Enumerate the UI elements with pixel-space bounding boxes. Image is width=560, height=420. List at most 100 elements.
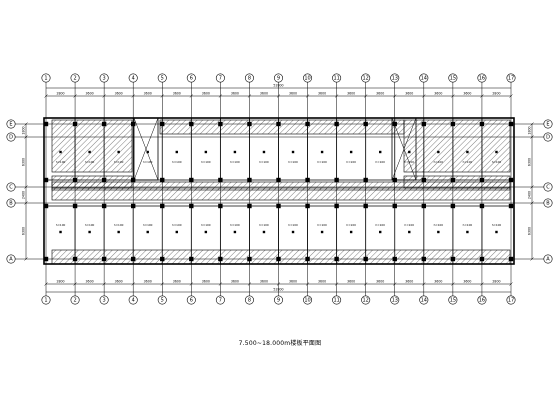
slab-label: h=100 <box>317 223 327 227</box>
dim-tick <box>276 282 281 286</box>
column <box>305 121 310 127</box>
dim-tick <box>24 135 28 139</box>
dim-tick <box>509 94 513 98</box>
dim-tick <box>102 282 106 286</box>
column <box>72 203 78 209</box>
axis-bubble-top-circle <box>157 73 167 83</box>
column <box>247 203 252 209</box>
hatched-zone <box>403 119 511 173</box>
slab-label: h=100 <box>405 160 415 164</box>
slab-label: h=100 <box>114 223 124 227</box>
top-dim-label: 3600 <box>115 92 123 96</box>
dim-tick <box>44 94 48 98</box>
left-dim-label: 6300 <box>22 158 26 166</box>
hatched-zone <box>51 119 133 173</box>
slab-label: h=100 <box>463 160 473 164</box>
opening-cross <box>391 117 417 181</box>
slab-label: h=100 <box>492 223 502 227</box>
axis-bubble-top: 15 <box>450 75 456 81</box>
dim-tick <box>305 94 310 98</box>
column <box>508 203 514 209</box>
column <box>247 177 252 183</box>
axis-bubble-bottom-circle <box>477 295 487 305</box>
axis-bubble-bottom-circle <box>419 295 429 305</box>
column <box>334 203 339 209</box>
dim-tick <box>422 94 426 98</box>
column <box>305 203 310 209</box>
dim-tick <box>530 122 534 126</box>
slab-label: h=100 <box>288 160 298 164</box>
column-small <box>349 150 353 154</box>
axis-bubble-top: 7 <box>219 75 222 81</box>
axis-bubble-bottom: 17 <box>508 297 514 303</box>
column-small <box>379 230 382 234</box>
slab-annotations: h=100 h=100 h=100 h=100 h=100 h=100 h=100 h=100… <box>56 160 502 227</box>
dim-tick <box>189 282 193 286</box>
column <box>479 256 485 262</box>
axis-bubble-top: 10 <box>304 75 310 81</box>
dim-tick <box>393 94 397 98</box>
dim-tick <box>102 94 106 98</box>
bottom-dim-label: 3600 <box>202 280 210 284</box>
column <box>508 256 514 262</box>
column-small <box>379 150 382 154</box>
axis-bubble-right: E <box>546 121 549 127</box>
column-small <box>233 150 237 154</box>
slab-label: h=100 <box>56 223 66 227</box>
bottom-dim-label: 3600 <box>260 280 268 284</box>
axis-bubble-top: 9 <box>277 75 280 81</box>
top-dim-label: 3600 <box>434 92 442 96</box>
axis-bubble-bottom-circle <box>70 295 80 305</box>
axis-bubble-bottom: 4 <box>132 297 135 303</box>
column-small <box>495 230 498 234</box>
column-small <box>175 150 178 154</box>
axis-bubble-bottom: 16 <box>479 297 485 303</box>
right-dim-label: 6300 <box>528 158 532 166</box>
axis-bubble-top-circle <box>303 73 313 83</box>
axis-bubble-top: 4 <box>132 75 135 81</box>
axis-bubble-top-circle <box>215 73 225 83</box>
column <box>479 177 485 183</box>
dim-tick <box>530 257 534 261</box>
column <box>130 256 136 262</box>
axis-bubble-bottom: 7 <box>219 297 222 303</box>
bottom-dim-label: 3600 <box>376 280 384 284</box>
axis-bubble-bottom: 3 <box>103 297 106 303</box>
column <box>450 256 456 262</box>
stair-opening <box>133 117 159 181</box>
top-dim-label: 3600 <box>202 92 210 96</box>
top-dim-label: 3600 <box>318 92 326 96</box>
axis-bubbles: 1122334455667788991010111112121313141415… <box>6 73 553 305</box>
column <box>363 203 368 209</box>
column-small <box>59 230 62 234</box>
column <box>392 256 397 262</box>
axis-bubble-top: 6 <box>190 75 193 81</box>
axis-bubble-top: 1 <box>44 75 47 81</box>
dim-tick <box>247 282 252 286</box>
axis-bubble-right-circle <box>543 119 553 129</box>
axis-bubble-right-circle <box>543 254 553 264</box>
column <box>508 177 514 183</box>
column <box>72 256 78 262</box>
column-small <box>204 230 208 234</box>
axis-bubble-top: 12 <box>363 75 369 81</box>
axis-bubble-bottom-circle <box>157 295 167 305</box>
dim-tick <box>422 282 426 286</box>
column <box>101 121 107 127</box>
axis-bubble-bottom: 13 <box>392 297 398 303</box>
axis-bubble-bottom-circle <box>273 295 283 305</box>
axis-bubble-bottom: 11 <box>333 297 339 303</box>
opening-cross <box>133 117 159 181</box>
hatched-zone <box>51 181 511 191</box>
axis-bubble-bottom: 1 <box>44 297 47 303</box>
column <box>43 177 49 183</box>
axis-bubble-bottom-circle <box>332 295 342 305</box>
axis-bubble-bottom: 12 <box>363 297 369 303</box>
axis-bubble-left: D <box>9 134 13 140</box>
column <box>421 256 427 262</box>
axis-bubble-top-circle <box>448 73 458 83</box>
column <box>450 203 456 209</box>
axis-bubble-bottom-circle <box>448 295 458 305</box>
column-small <box>291 230 295 234</box>
slab-label: h=100 <box>143 223 153 227</box>
